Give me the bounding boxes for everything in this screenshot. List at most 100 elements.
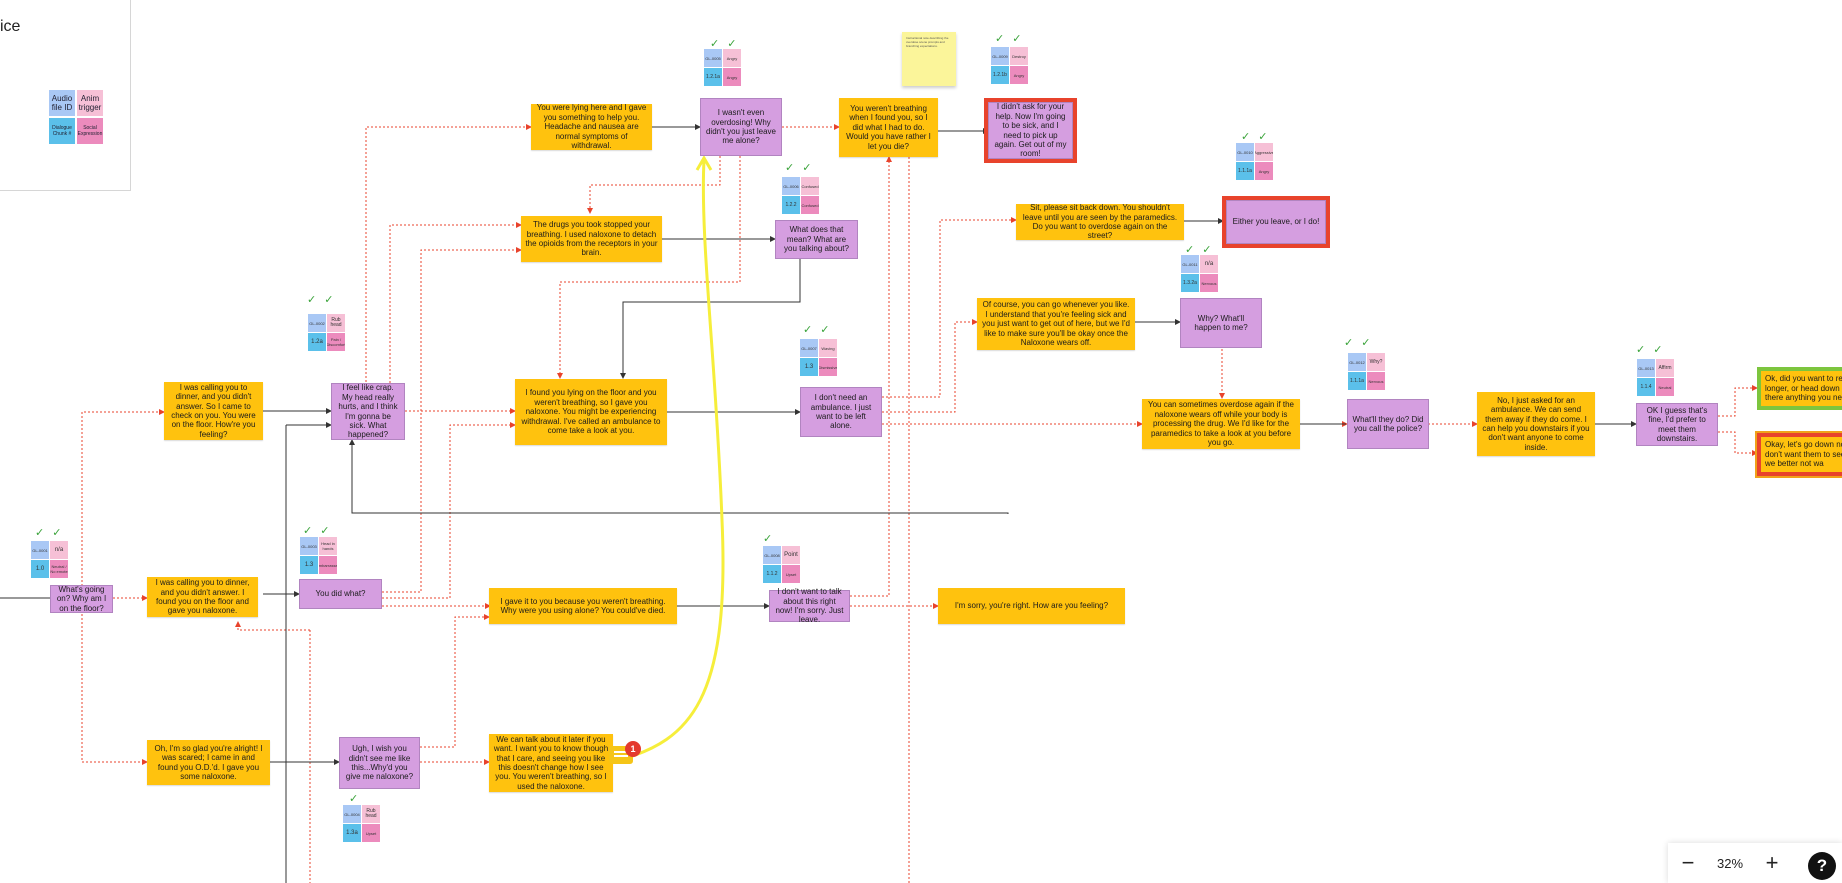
- tag-chunk: 1.1.1a: [1236, 162, 1254, 180]
- node-what-does-that-mean[interactable]: What does that mean? What are you talkin…: [775, 220, 858, 259]
- node-just-asked[interactable]: No, I just asked for an ambulance. We ca…: [1477, 392, 1595, 456]
- node-didnt-ask[interactable]: I didn't ask for your help. Now I'm goin…: [984, 98, 1077, 163]
- tag-anim: Angry: [723, 49, 741, 67]
- tag-expression: Embarrassed: [319, 556, 337, 574]
- checkmark-icon: ✓✓: [1241, 131, 1276, 143]
- tag-anim: Why?: [1367, 353, 1385, 371]
- legend-panel: ice Audio file ID Anim trigger Dialogue …: [0, 0, 131, 191]
- edge: [557, 156, 741, 379]
- tag-audio-file: GL-0004: [343, 805, 361, 823]
- edge: [382, 422, 516, 599]
- tag-chunk: 1.3.2a: [1181, 274, 1199, 292]
- tag-chunk: 1.1.2: [763, 565, 781, 583]
- node-gave-it-to-you[interactable]: I gave it to you because you weren't bre…: [489, 588, 677, 624]
- tag-anim: n/a: [50, 541, 68, 559]
- node-whats-going-on[interactable]: What's going on? Why am I on the floor?: [50, 585, 113, 613]
- tag-chunk: 1.3a: [343, 824, 361, 842]
- tag-audio-file: GL-0007: [800, 339, 818, 357]
- tag-expression: Angry: [1010, 66, 1028, 84]
- tag-chunk: 1.3: [300, 556, 318, 574]
- checkmark-icon: ✓✓: [307, 294, 342, 306]
- node-overdose-again[interactable]: You can sometimes overdose again if the …: [1142, 399, 1300, 449]
- node-lying-here[interactable]: You were lying here and I gave you somet…: [531, 103, 652, 150]
- legend-social-expression: Social Expression: [77, 118, 103, 144]
- checkmark-icon: ✓✓: [803, 324, 838, 336]
- tag-audio-file: GL-0012: [1348, 353, 1366, 371]
- tag-chunk: 1.2.1a: [704, 68, 722, 86]
- node-drugs-stopped[interactable]: The drugs you took stopped your breathin…: [521, 216, 662, 262]
- node-of-course[interactable]: Of course, you can go whenever you like.…: [977, 298, 1135, 350]
- legend-dialogue-chunk: Dialogue Chunk #: [49, 118, 75, 144]
- node-okay-lets-go[interactable]: Okay, let's go down no don't want them t…: [1757, 433, 1842, 476]
- checkmark-icon: ✓✓: [35, 527, 70, 539]
- comment-count-badge[interactable]: 1: [625, 741, 641, 757]
- node-whatll-they-do[interactable]: What'll they do? Did you call the police…: [1347, 399, 1429, 449]
- edge: [587, 156, 721, 214]
- sticky-note[interactable]: Instructional note describing the overdo…: [902, 32, 956, 86]
- tag-anim: Affirm: [1656, 359, 1674, 377]
- tag-anim: Rub head: [362, 805, 380, 823]
- zoom-level: 32%: [1716, 855, 1744, 871]
- zoom-out-button[interactable]: −: [1681, 850, 1695, 875]
- tag-anim: Waving: [819, 339, 837, 357]
- legend-anim-trigger: Anim trigger: [77, 90, 103, 116]
- tag-audio-file: GL-0003: [300, 537, 318, 555]
- help-button[interactable]: ?: [1808, 852, 1836, 880]
- tag-audio-file: GL-0006: [782, 177, 800, 195]
- tag-anim: Head in hands: [319, 537, 337, 555]
- edge: [349, 439, 1009, 514]
- node-werent-breathing[interactable]: You weren't breathing when I found you, …: [839, 98, 938, 157]
- node-found-you-lying[interactable]: I found you lying on the floor and you w…: [515, 379, 667, 445]
- checkmark-icon: ✓✓: [1636, 344, 1671, 356]
- edge: [365, 124, 532, 382]
- edge: [1718, 385, 1758, 417]
- node-sit-back-down[interactable]: Sit, please sit back down. You shouldn't…: [1016, 203, 1184, 240]
- legend-audio-file-id: Audio file ID: [49, 90, 75, 116]
- node-dont-want-to-talk[interactable]: I don't want to talk about this right no…: [769, 587, 850, 624]
- node-calling-dinner-2[interactable]: I was calling you to dinner, and you did…: [147, 577, 258, 617]
- edge: [620, 259, 801, 379]
- node-why-whatll-happen[interactable]: Why? What'll happen to me?: [1180, 298, 1262, 348]
- node-ok-did-you-want[interactable]: Ok, did you want to re longer, or head d…: [1757, 367, 1842, 410]
- node-calling-dinner-1[interactable]: I was calling you to dinner, and you did…: [164, 382, 263, 440]
- edge: [420, 614, 490, 748]
- checkmark-icon: ✓✓: [303, 525, 338, 537]
- node-either-you-leave[interactable]: Either you leave, or I do!: [1222, 196, 1330, 248]
- node-wasnt-overdosing[interactable]: I wasn't even overdosing! Why didn't you…: [700, 98, 782, 156]
- node-dont-need-ambulance[interactable]: I don't need an ambulance. I just want t…: [800, 387, 882, 437]
- tag-audio-file: GL-0010: [1236, 143, 1254, 161]
- edge: [81, 409, 165, 590]
- tag-expression: Dismissive: [819, 358, 837, 376]
- node-wish-you-didnt[interactable]: Ugh, I wish you didn't see me like this.…: [339, 737, 420, 789]
- checkmark-icon: ✓✓: [710, 38, 745, 50]
- tag-chunk: 1.1.1a: [1348, 372, 1366, 390]
- tag-audio-file: GL-0013: [1637, 359, 1655, 377]
- tag-audio-file: GL-0001: [31, 541, 49, 559]
- tag-chunk: 1.3: [800, 358, 818, 376]
- checkmark-icon: ✓✓: [1185, 244, 1220, 256]
- tag-chunk: 1.2.1b: [991, 66, 1009, 84]
- tag-expression: Neutral: [1656, 378, 1674, 396]
- tag-chunk: 1.1.4: [1637, 378, 1655, 396]
- tag-audio-file: GL-0011: [1181, 255, 1199, 273]
- tag-expression: Neutral / No emote: [50, 560, 68, 578]
- tag-chunk: 1.2.2: [782, 196, 800, 214]
- edge: [882, 319, 978, 413]
- tag-expression: Nervous: [1200, 274, 1218, 292]
- node-you-did-what[interactable]: You did what?: [299, 579, 382, 609]
- edge: [389, 222, 522, 395]
- node-talk-later[interactable]: We can talk about it later if you want. …: [489, 734, 613, 792]
- tag-expression: Nervous: [1367, 372, 1385, 390]
- tag-audio-file: GL-0002: [308, 314, 326, 332]
- node-feel-like-crap[interactable]: I feel like crap. My head really hurts, …: [331, 383, 405, 440]
- node-sorry-right[interactable]: I'm sorry, you're right. How are you fee…: [938, 588, 1125, 624]
- tag-anim: Destroy: [1010, 47, 1028, 65]
- legend-title: ice: [0, 18, 21, 35]
- zoom-in-button[interactable]: +: [1765, 850, 1779, 875]
- tag-expression: Pain / Discomfort: [327, 333, 345, 351]
- tag-anim: Aggressive: [1255, 143, 1273, 161]
- node-guess-thats-fine[interactable]: OK I guess that's fine, I'd prefer to me…: [1636, 403, 1718, 446]
- tag-expression: Upset: [362, 824, 380, 842]
- node-so-glad[interactable]: Oh, I'm so glad you're alright! I was sc…: [147, 740, 270, 785]
